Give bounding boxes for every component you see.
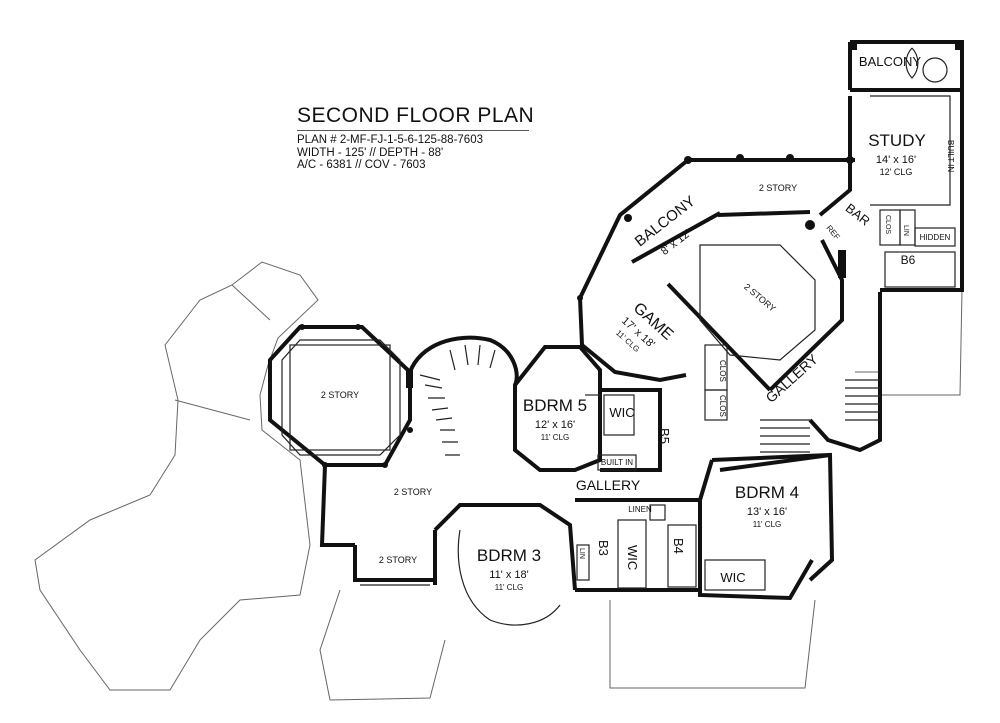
bar-label: BAR bbox=[843, 200, 873, 228]
two-story-octagon-label: 2 STORY bbox=[321, 390, 359, 400]
plan-heading: SECOND FLOOR PLAN bbox=[297, 104, 535, 127]
bdrm3-clg: 11' CLG bbox=[495, 583, 524, 592]
wic4-label: WIC bbox=[720, 570, 745, 585]
bdrm5-label: BDRM 5 bbox=[523, 396, 587, 415]
built-in-b5-label: BUILT IN bbox=[601, 458, 633, 467]
clos-study-label: CLOS bbox=[884, 215, 891, 234]
wic3-label: WIC bbox=[625, 545, 640, 570]
bdrm4-clg: 11' CLG bbox=[753, 520, 782, 529]
balcony-top-label: BALCONY bbox=[859, 54, 921, 69]
bdrm4-label: BDRM 4 bbox=[735, 483, 799, 502]
hidden-label: HIDDEN bbox=[920, 233, 951, 242]
walls bbox=[268, 40, 964, 601]
b3-label: B3 bbox=[596, 540, 611, 556]
two-story-left-label: 2 STORY bbox=[394, 487, 432, 497]
two-story-center-label: 2 STORY bbox=[742, 282, 778, 314]
clos-a-label: CLOS bbox=[718, 360, 727, 382]
bdrm3-label: BDRM 3 bbox=[477, 546, 541, 565]
plan-area: A/C - 6381 // COV - 7603 bbox=[297, 159, 426, 171]
two-story-top-label: 2 STORY bbox=[759, 183, 797, 193]
study-label: STUDY bbox=[868, 131, 926, 150]
first-floor-outline bbox=[34, 261, 963, 701]
columns bbox=[299, 40, 962, 468]
bdrm5-size: 12' x 16' bbox=[535, 419, 575, 431]
b4-label: B4 bbox=[671, 538, 686, 554]
wic5-label: WIC bbox=[609, 405, 634, 420]
study-clg: 12' CLG bbox=[880, 167, 913, 177]
built-in-study-label: BUILT IN bbox=[946, 140, 955, 172]
plan-title-block: SECOND FLOOR PLAN PLAN # 2-MF-FJ-1-5-6-1… bbox=[297, 105, 537, 172]
lin3-label: LIN bbox=[578, 548, 585, 559]
bdrm5-clg: 11' CLG bbox=[541, 433, 570, 442]
gallery-center-label: GALLERY bbox=[576, 477, 641, 493]
bdrm3-size: 11' x 18' bbox=[489, 569, 528, 581]
interior-lines bbox=[281, 47, 956, 626]
study-size: 14' x 16' bbox=[876, 154, 916, 166]
bdrm4-size: 13' x 16' bbox=[747, 506, 787, 518]
ref-label: REF bbox=[824, 224, 841, 242]
title-underline bbox=[297, 130, 529, 131]
plan-number: PLAN # 2-MF-FJ-1-5-6-125-88-7603 bbox=[297, 134, 483, 146]
linen-label: LINEN bbox=[628, 505, 652, 514]
b5-label: B5 bbox=[657, 428, 672, 444]
room-labels: BALCONY STUDY 14' x 16' 12' CLG BUILT IN… bbox=[321, 54, 955, 592]
plan-dimensions: WIDTH - 125' // DEPTH - 88' bbox=[297, 146, 444, 159]
lin-study-label: LIN bbox=[902, 225, 909, 236]
two-story-small-label: 2 STORY bbox=[379, 555, 417, 565]
b6-label: B6 bbox=[901, 253, 916, 267]
clos-b-label: CLOS bbox=[718, 395, 727, 417]
